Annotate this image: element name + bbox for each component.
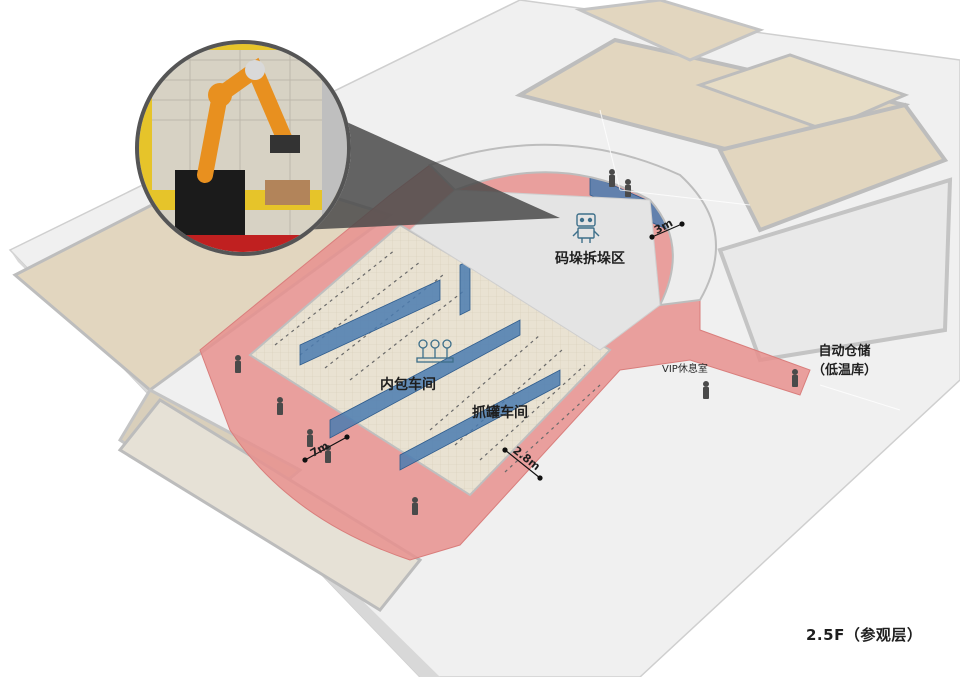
person-icon [792,369,798,387]
callout-wedge [300,110,560,230]
person-icon [625,179,631,197]
dimension-lines [302,221,685,481]
floor-label: 2.5F（参观层） [806,626,923,644]
robot-arm-icons [416,339,454,363]
can-grab-workshop-label: 抓罐车间 [472,405,528,421]
vip-lounge-label: VIP休息室 [662,364,708,375]
top-right-room-b [695,53,910,132]
person-icons [235,169,798,515]
stacking-area-wall [428,143,717,307]
right-room [717,102,949,233]
auto-storage-line2: （低温库） [812,363,878,378]
right-storage-room [717,177,953,363]
top-left-room [574,0,765,62]
person-icon [609,169,615,187]
robot-icon [572,213,600,243]
person-icon [277,397,283,415]
person-icon [307,429,313,447]
person-icon [412,497,418,515]
workshop-floor [248,223,612,497]
auto-storage-line1: 自动仓储 [818,344,871,359]
auto-storage-label: 自动仓储 （低温库） [812,340,877,378]
light-rays [599,109,901,411]
person-icon [703,381,709,399]
inner-pack-workshop-label: 内包车间 [380,377,436,393]
stacking-zone-label: 码垛拆垛区 [555,251,625,267]
glass-partitions [299,174,681,471]
person-icon [235,355,241,373]
